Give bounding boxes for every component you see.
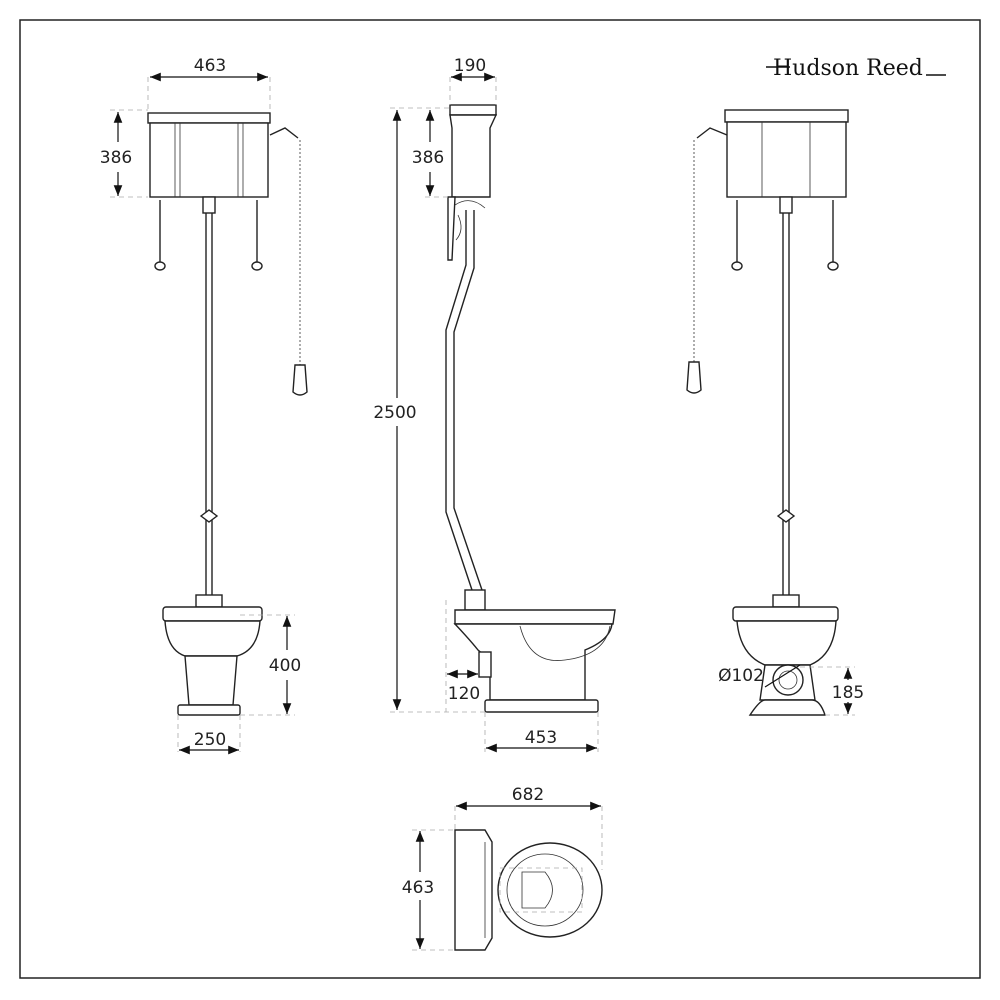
dim-cistern-height: 386 [100, 148, 132, 168]
brand-logo: Hudson Reed [766, 56, 946, 81]
dim-top: 682 463 [402, 785, 603, 951]
dim-top-cistern-width: 463 [402, 878, 434, 898]
dim-pan-depth: 453 [525, 728, 557, 748]
dim-overall-height: 2500 [373, 403, 416, 423]
side-view [445, 104, 616, 713]
dim-pan-height: 400 [269, 656, 301, 676]
top-view [454, 829, 603, 951]
dim-cistern-width: 463 [194, 56, 226, 76]
frame-border [19, 19, 981, 979]
dim-wall-gap: 120 [448, 684, 480, 704]
dim-outlet-diameter: Ø102 [718, 666, 764, 686]
dim-rear: Ø102 185 [718, 664, 864, 716]
front-view [147, 112, 308, 716]
logo-text: Hudson Reed [773, 56, 923, 81]
dim-outlet-height: 185 [832, 683, 864, 703]
dim-pedestal-width: 250 [194, 730, 226, 750]
dim-cistern-depth: 190 [454, 56, 486, 76]
rear-view [686, 109, 849, 716]
dim-side: 190 386 2500 120 453 [373, 56, 599, 753]
dim-front: 463 386 400 250 [100, 56, 301, 755]
dim-side-cistern-height: 386 [412, 148, 444, 168]
dim-overall-length: 682 [512, 785, 544, 805]
